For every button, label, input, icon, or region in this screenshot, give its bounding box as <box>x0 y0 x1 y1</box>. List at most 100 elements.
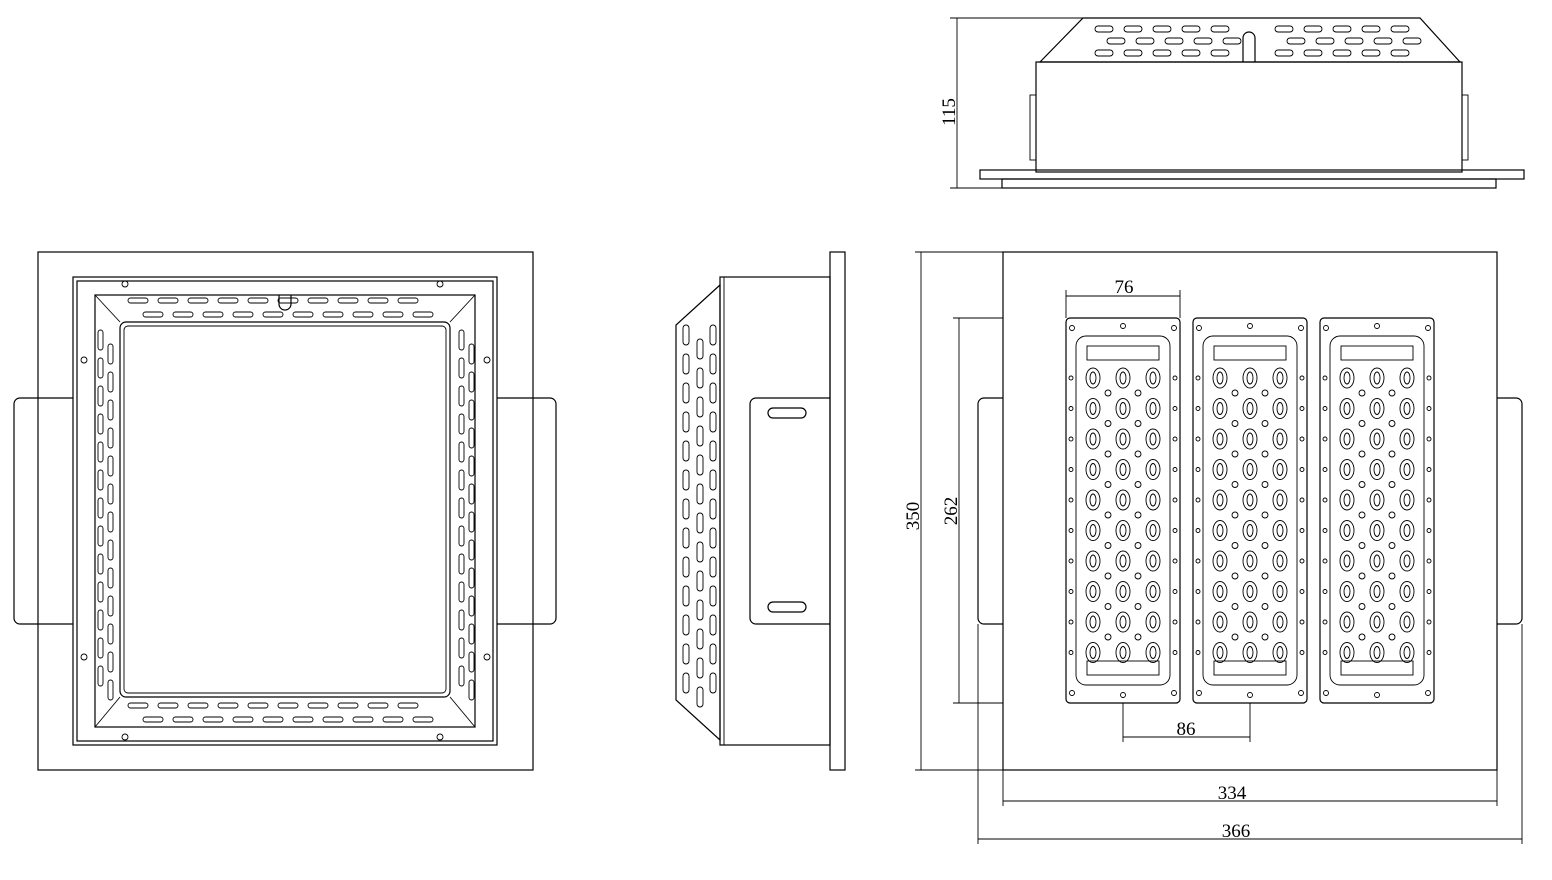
vent-slot <box>337 702 359 709</box>
edge-hole <box>1172 436 1178 442</box>
led-chip <box>1276 402 1284 415</box>
vent-slot <box>202 311 224 318</box>
led-screw <box>1231 420 1239 427</box>
vent-slot <box>107 567 114 589</box>
screw-hole <box>1374 692 1380 698</box>
module-label-top <box>1086 345 1160 361</box>
led-chip <box>1373 463 1381 476</box>
led-chip <box>1149 493 1157 507</box>
bottom-view: 350 262 76 86 334 366 <box>903 251 1523 844</box>
vent-slot <box>277 702 299 709</box>
led-chip <box>1403 554 1411 568</box>
vent-slot <box>458 469 465 491</box>
vent-slot <box>458 329 465 351</box>
vent-slot <box>107 455 114 477</box>
screw-hole <box>1069 325 1075 331</box>
led-lens <box>1242 642 1258 663</box>
edge-hole <box>1426 558 1432 564</box>
led-chip <box>1246 402 1254 415</box>
led-lens <box>1399 581 1415 602</box>
vent-slot <box>202 716 224 723</box>
led-screw <box>1261 633 1269 641</box>
vent-slot <box>1361 49 1381 57</box>
vent-slot <box>97 553 104 575</box>
led-chip <box>1403 432 1411 446</box>
edge-hole <box>1195 589 1201 594</box>
vent-slot <box>682 556 690 578</box>
vent-slot <box>682 614 690 636</box>
led-chip <box>1246 554 1254 568</box>
vent-slot <box>232 311 254 318</box>
led-lens <box>1115 611 1131 633</box>
led-screw <box>1388 389 1396 397</box>
dimension-115: 115 <box>939 98 960 126</box>
led-lens <box>1369 459 1385 480</box>
led-chip <box>1216 524 1224 537</box>
screw-hole <box>1298 690 1304 696</box>
led-lens <box>1115 489 1131 511</box>
vent-slot <box>468 399 475 421</box>
led-chip <box>1246 432 1254 446</box>
led-lens <box>1085 550 1101 572</box>
edge-hole <box>1068 589 1074 594</box>
vent-slot <box>247 297 269 304</box>
led-screw <box>1261 572 1269 580</box>
screw-hole <box>1120 692 1126 698</box>
edge-hole <box>1195 497 1201 503</box>
led-lens <box>1369 581 1385 602</box>
led-screw <box>1388 603 1396 610</box>
module-outline <box>1192 317 1308 704</box>
led-chip <box>1373 615 1381 629</box>
led-lens <box>1369 642 1385 663</box>
edge-hole <box>1299 436 1305 442</box>
edge-hole <box>1299 528 1305 533</box>
edge-hole <box>1426 497 1432 503</box>
led-lens <box>1242 489 1258 511</box>
led-lens <box>1272 520 1288 541</box>
vent-slot <box>97 581 104 603</box>
led-screw <box>1134 572 1142 580</box>
vent-slot <box>1390 49 1410 57</box>
vent-slot <box>232 716 254 723</box>
led-chip <box>1246 646 1254 659</box>
led-chip <box>1216 585 1224 598</box>
vent-slot <box>1094 49 1114 57</box>
vent-slot <box>696 570 704 592</box>
vent-slot <box>107 371 114 393</box>
led-screw <box>1231 572 1239 580</box>
led-lens <box>1399 489 1415 511</box>
edge-hole <box>1426 528 1432 533</box>
screw-hole <box>436 280 444 288</box>
led-lens <box>1212 642 1228 663</box>
vent-slot <box>468 623 475 645</box>
led-lens <box>1145 611 1161 633</box>
vent-slot <box>277 297 299 304</box>
led-screw <box>1261 542 1269 549</box>
led-chip <box>1216 402 1224 415</box>
led-lens <box>1212 367 1228 389</box>
led-lens <box>1369 367 1385 389</box>
vent-slot <box>107 623 114 645</box>
led-lens <box>1212 489 1228 511</box>
edge-hole <box>1299 467 1305 472</box>
vent-slot <box>709 440 717 462</box>
module-label-bottom <box>1340 660 1414 676</box>
vent-slot <box>468 595 475 617</box>
vent-slot <box>97 385 104 407</box>
led-screw <box>1231 603 1239 610</box>
vent-slot <box>682 324 690 346</box>
vent-slot <box>458 609 465 631</box>
edge-hole <box>1195 467 1201 472</box>
led-screw <box>1134 420 1142 427</box>
edge-hole <box>1068 528 1074 533</box>
vent-slot <box>458 385 465 407</box>
led-chip <box>1149 554 1157 568</box>
vent-slot <box>1222 37 1242 45</box>
vent-slot <box>682 498 690 520</box>
vent-slot <box>97 441 104 463</box>
led-chip <box>1216 371 1224 385</box>
led-screw <box>1261 450 1269 458</box>
led-lens <box>1369 428 1385 450</box>
led-lens <box>1242 611 1258 633</box>
